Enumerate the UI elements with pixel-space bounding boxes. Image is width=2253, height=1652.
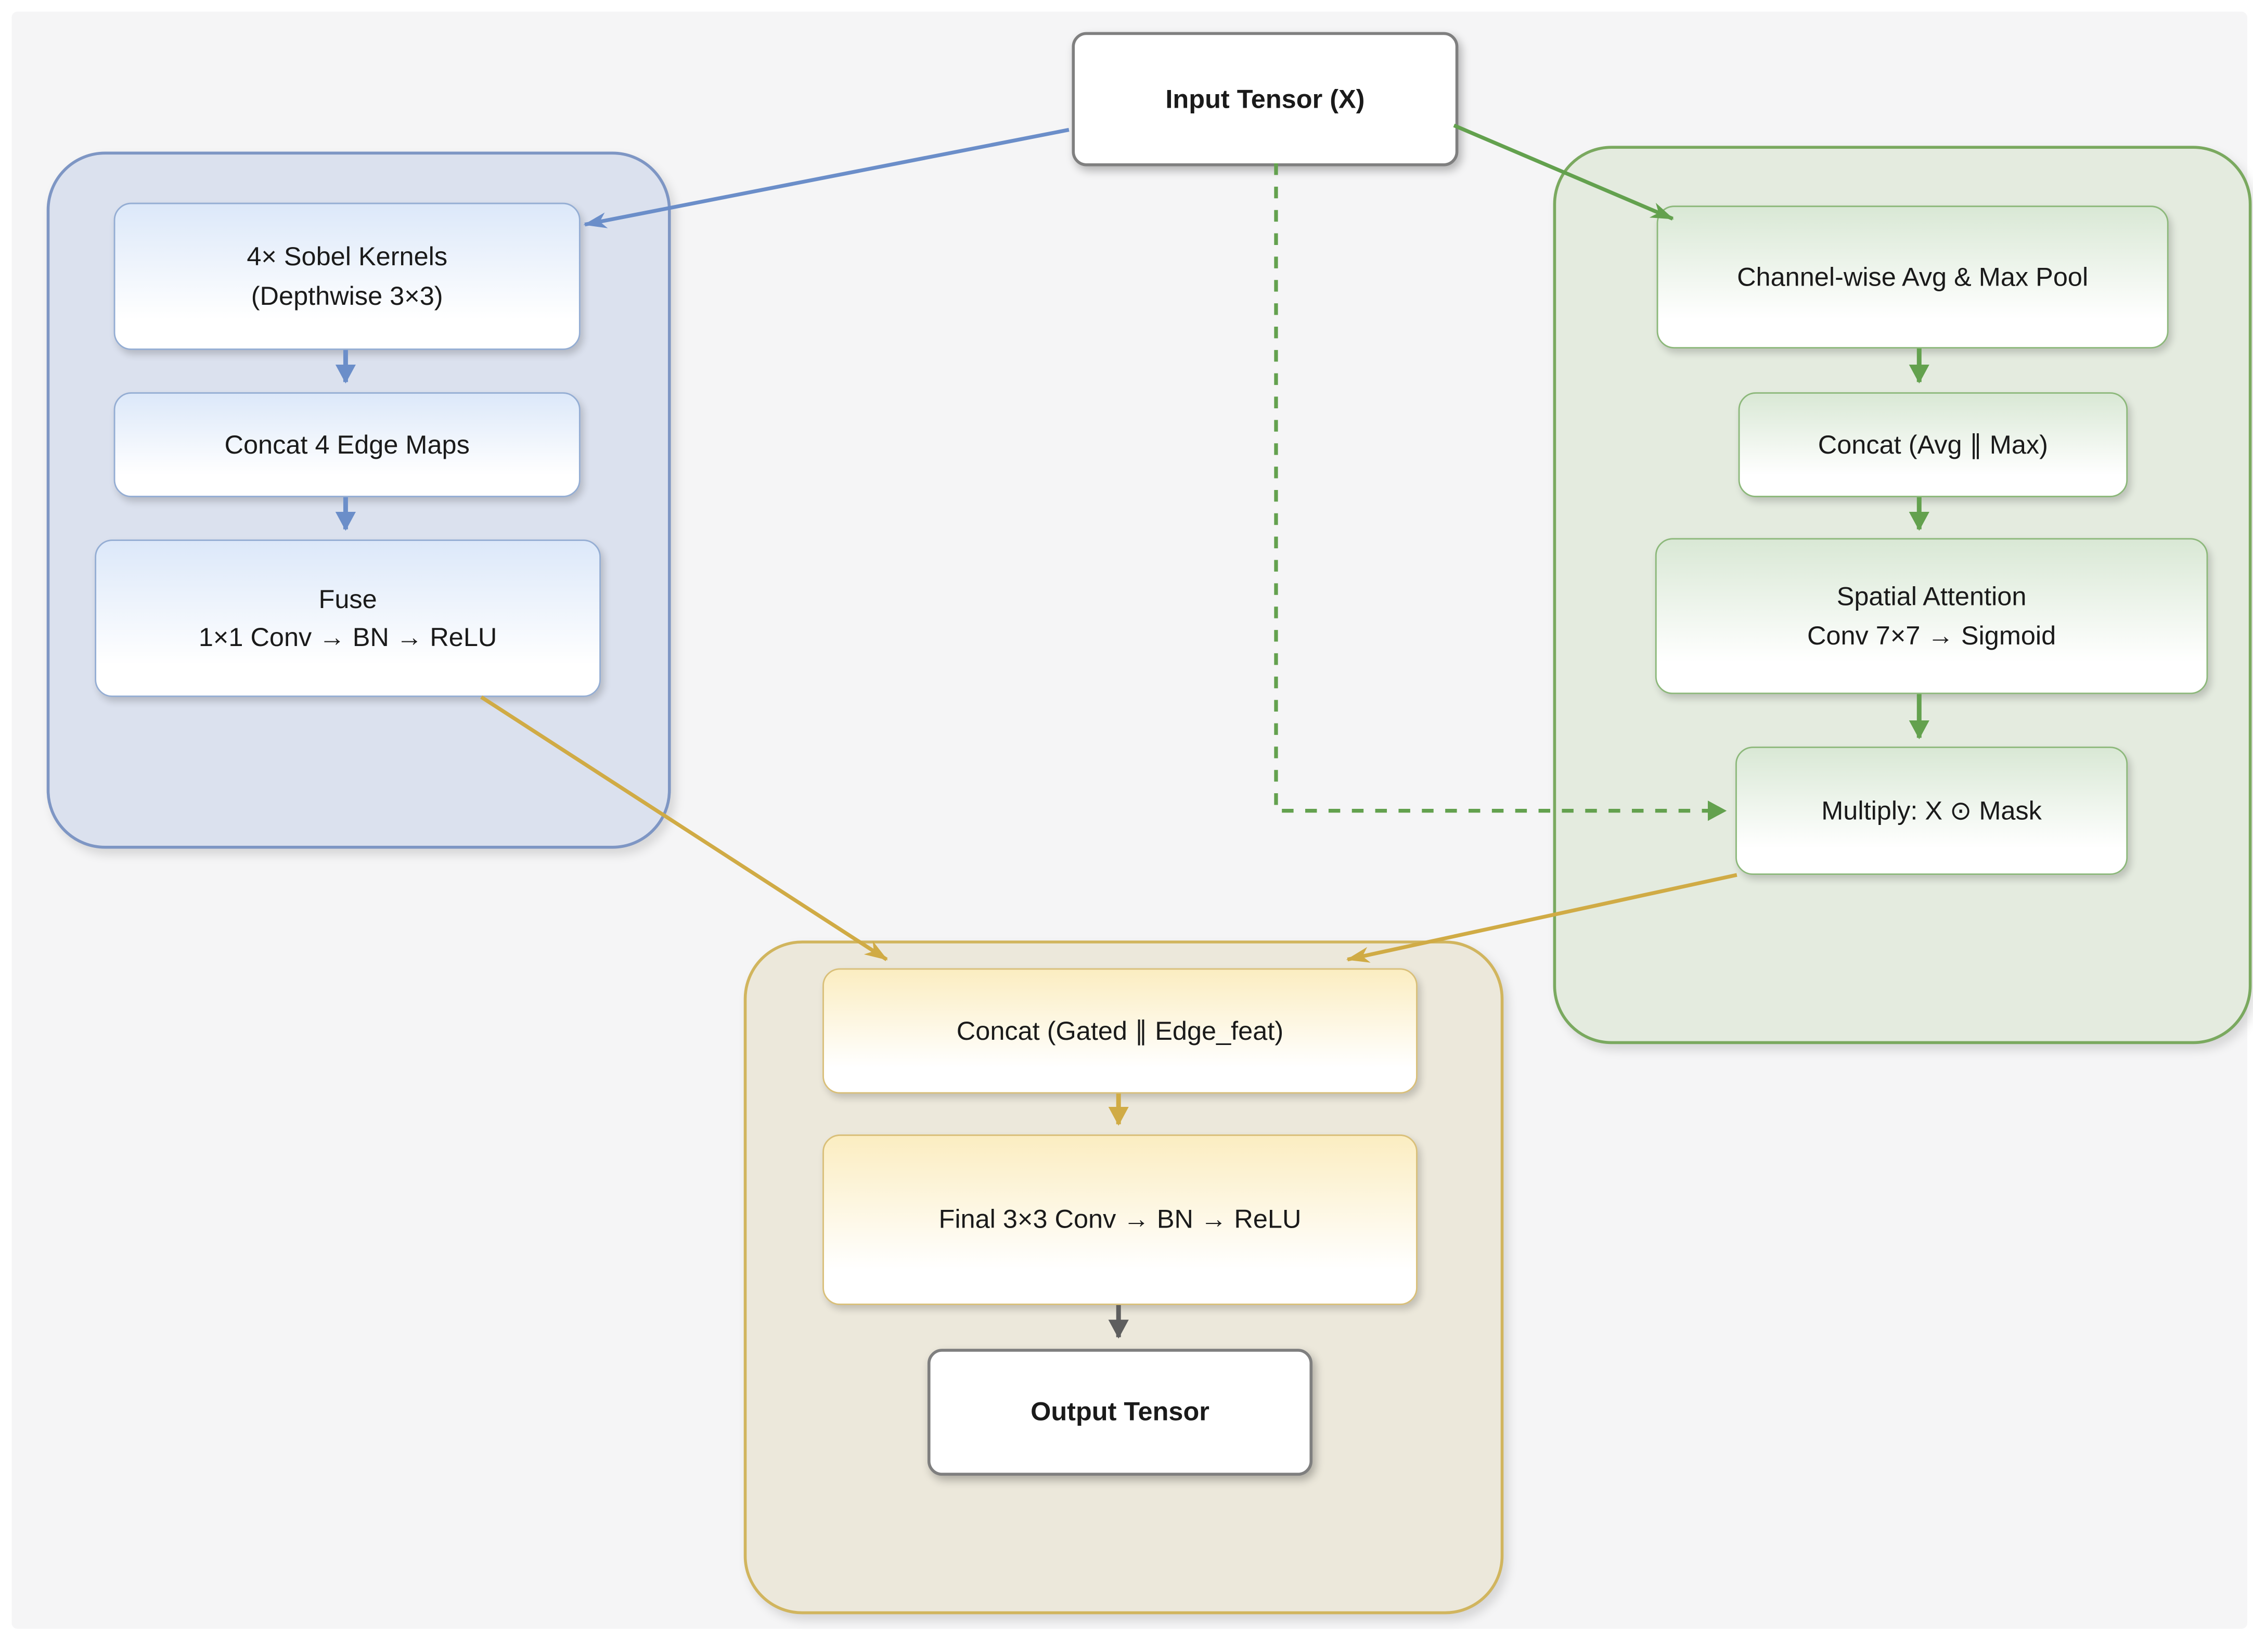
node-output-tensor-label: Output Tensor <box>1031 1397 1209 1427</box>
node-spatial-attention-line1: Spatial Attention <box>1836 582 2027 612</box>
node-concat-gated: Concat (Gated ∥ Edge_feat) <box>822 968 1418 1094</box>
node-multiply-mask: Multiply: X ⊙ Mask <box>1735 746 2128 875</box>
node-spatial-attention-line2: Conv 7×7 → Sigmoid <box>1807 620 2056 650</box>
node-spatial-attention: Spatial Attention Conv 7×7 → Sigmoid <box>1655 538 2208 694</box>
node-sobel-kernels-line2: (Depthwise 3×3) <box>251 280 443 310</box>
node-fuse: Fuse 1×1 Conv → BN → ReLU <box>95 539 601 698</box>
node-channel-pool-label: Channel-wise Avg & Max Pool <box>1737 262 2089 292</box>
node-channel-pool: Channel-wise Avg & Max Pool <box>1656 205 2169 349</box>
node-output-tensor: Output Tensor <box>927 1349 1313 1476</box>
node-sobel-kernels-line1: 4× Sobel Kernels <box>247 242 448 272</box>
node-concat-gated-label: Concat (Gated ∥ Edge_feat) <box>956 1016 1284 1046</box>
node-input-tensor: Input Tensor (X) <box>1072 32 1459 166</box>
node-concat-avg-max: Concat (Avg ∥ Max) <box>1738 392 2128 497</box>
node-sobel-kernels: 4× Sobel Kernels (Depthwise 3×3) <box>113 202 581 350</box>
node-concat-edge-maps-label: Concat 4 Edge Maps <box>224 430 470 459</box>
node-fuse-line1: Fuse <box>318 584 377 614</box>
node-final-conv-label: Final 3×3 Conv → BN → ReLU <box>938 1205 1302 1234</box>
node-concat-avg-max-label: Concat (Avg ∥ Max) <box>1818 430 2048 459</box>
node-concat-edge-maps: Concat 4 Edge Maps <box>113 392 581 497</box>
node-multiply-mask-label: Multiply: X ⊙ Mask <box>1821 796 2042 825</box>
node-input-tensor-label: Input Tensor (X) <box>1165 84 1365 114</box>
node-fuse-line2: 1×1 Conv → BN → ReLU <box>198 623 497 652</box>
node-final-conv: Final 3×3 Conv → BN → ReLU <box>822 1134 1418 1306</box>
